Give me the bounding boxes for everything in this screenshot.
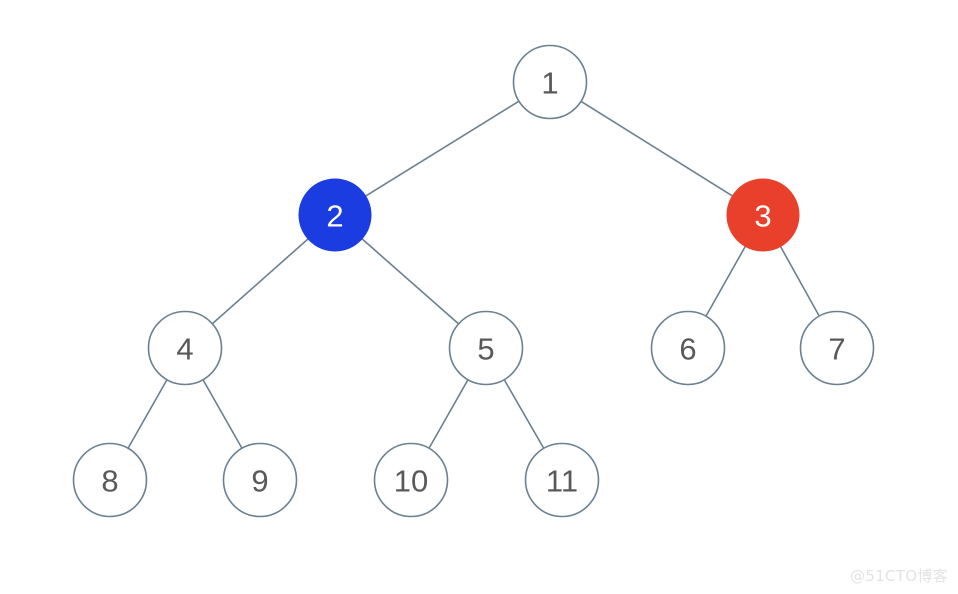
node-circle-3[interactable]	[726, 178, 800, 252]
tree-node-9[interactable]: 9	[222, 442, 298, 518]
tree-edge	[365, 100, 520, 197]
node-circle-8[interactable]	[72, 442, 148, 518]
node-label-8: 8	[101, 464, 118, 499]
node-label-5: 5	[477, 332, 494, 367]
tree-edge	[503, 378, 545, 450]
tree-edge	[361, 238, 460, 325]
node-label-9: 9	[251, 464, 268, 499]
tree-nodes-group: 1 2 3 4 5 6 7 8 9 10 11	[72, 44, 875, 518]
node-circle-4[interactable]	[147, 310, 223, 386]
node-circle-11[interactable]	[524, 442, 600, 518]
tree-node-6[interactable]: 6	[650, 310, 726, 386]
tree-edge	[779, 246, 821, 317]
node-circle-7[interactable]	[799, 310, 875, 386]
node-circle-6[interactable]	[650, 310, 726, 386]
tree-node-5[interactable]: 5	[448, 310, 524, 386]
tree-edge	[127, 378, 168, 450]
node-circle-9[interactable]	[222, 442, 298, 518]
tree-node-1[interactable]: 1	[512, 44, 588, 120]
tree-node-11[interactable]: 11	[524, 442, 600, 518]
watermark-label: @51CTO博客	[850, 567, 948, 585]
tree-edge	[580, 100, 733, 197]
tree-edge	[211, 238, 309, 325]
tree-node-3[interactable]: 3	[726, 178, 800, 252]
node-circle-10[interactable]	[373, 442, 449, 518]
node-label-10: 10	[394, 464, 428, 499]
node-label-4: 4	[176, 332, 193, 367]
node-label-1: 1	[541, 66, 558, 101]
tree-edges-group	[127, 100, 821, 450]
node-circle-1[interactable]	[512, 44, 588, 120]
tree-node-4[interactable]: 4	[147, 310, 223, 386]
node-label-2: 2	[326, 199, 343, 234]
tree-edge	[705, 245, 746, 318]
tree-edge	[202, 378, 243, 450]
node-label-3: 3	[754, 199, 771, 234]
node-circle-5[interactable]	[448, 310, 524, 386]
tree-node-8[interactable]: 8	[72, 442, 148, 518]
tree-node-2[interactable]: 2	[298, 178, 372, 252]
node-label-6: 6	[679, 332, 696, 367]
node-circle-2[interactable]	[298, 178, 372, 252]
node-label-7: 7	[828, 332, 845, 367]
tree-node-10[interactable]: 10	[373, 442, 449, 518]
node-label-11: 11	[546, 464, 578, 499]
tree-node-7[interactable]: 7	[799, 310, 875, 386]
tree-edge	[428, 378, 469, 450]
